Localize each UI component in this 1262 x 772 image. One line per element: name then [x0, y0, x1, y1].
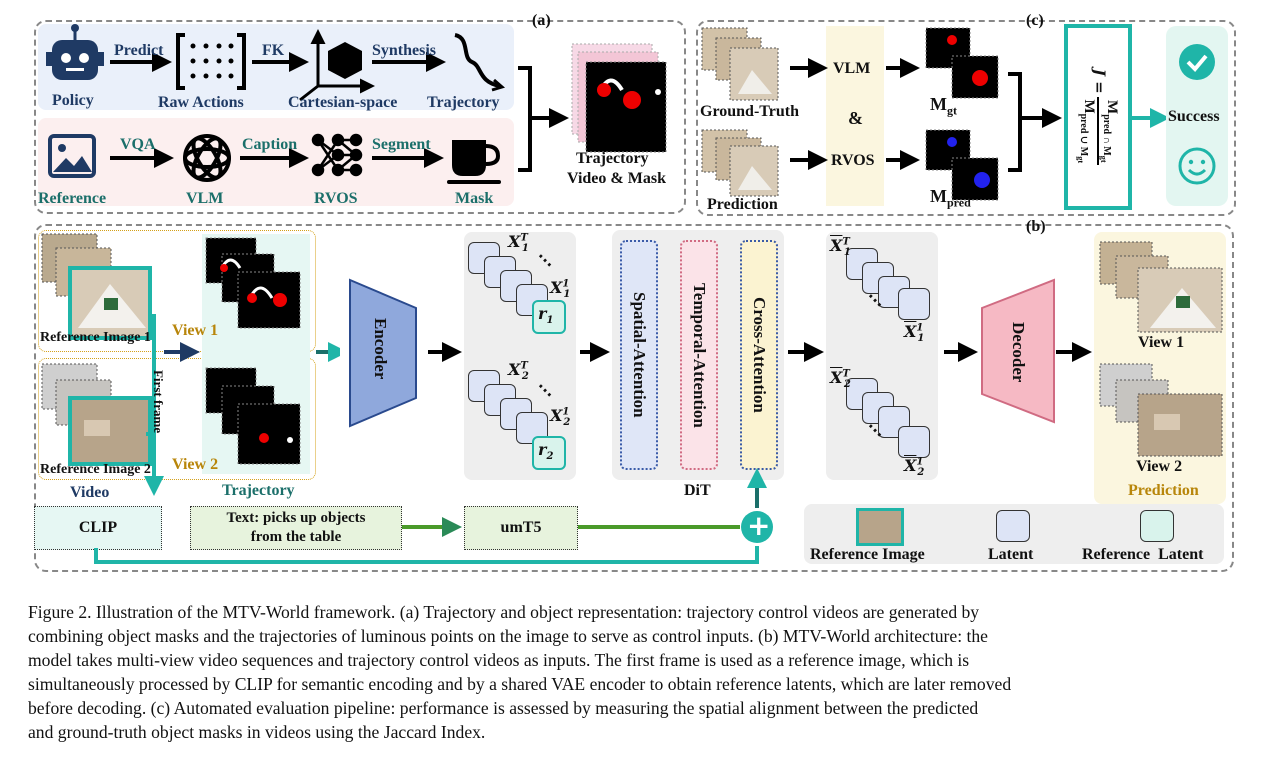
node-policy: Policy — [52, 92, 94, 109]
vlm-label: VLM — [833, 60, 871, 77]
latent-1-T: XT1 — [508, 232, 529, 255]
ref-image-1-label: Reference Image 1 — [40, 330, 151, 345]
m-pred-label: Mpred — [930, 186, 971, 210]
latent-2-T: XT2 — [508, 360, 529, 383]
ref-image-2-label: Reference Image 2 — [40, 462, 151, 477]
legend-ref-latent-swatch — [1140, 510, 1174, 542]
out-latent-2-T: XT2 — [830, 368, 851, 391]
temporal-attention-block: Temporal-Attention — [680, 240, 718, 470]
legend-ref-latent-label: Reference Latent — [1082, 546, 1204, 563]
ref-latent-2-label: r2 — [538, 440, 554, 463]
spatial-attention-block: Spatial-Attention — [620, 240, 658, 470]
view2-group — [38, 358, 316, 480]
view2-label: View 2 — [172, 456, 219, 473]
trajectory-icon — [454, 33, 501, 88]
latent-1-1: X11 — [550, 278, 571, 301]
panel-c — [696, 20, 1236, 216]
panel-b-left-graphics — [41, 233, 340, 496]
legend-latent-label: Latent — [988, 546, 1034, 563]
caption-line: combining object masks and the trajector… — [28, 626, 988, 646]
dit-label: DiT — [684, 482, 711, 499]
node-reference: Reference — [38, 190, 107, 207]
out-latent-1-1: X11 — [904, 322, 925, 345]
node-rvos: RVOS — [314, 190, 358, 207]
step-caption: Caption — [242, 136, 298, 153]
panel-b-tag: (b) — [1026, 218, 1046, 235]
raw-actions-icon — [176, 33, 246, 90]
panel-c-tag: (c) — [1026, 12, 1044, 29]
first-frame-label: First frame — [151, 370, 166, 434]
decoder-shape — [981, 278, 1055, 424]
node-trajectory: Trajectory — [427, 94, 500, 111]
umt5-box: umT5 — [464, 506, 578, 550]
latent-2-1: X12 — [550, 406, 571, 429]
prediction-label: Prediction — [1128, 482, 1199, 499]
latent-stack-graphics — [428, 342, 1092, 362]
node-cartesian: Cartesian-space — [288, 94, 398, 111]
gt-label: Ground-Truth — [700, 103, 799, 120]
m-gt-label: Mgt — [930, 94, 957, 118]
panel-c-graphics — [701, 27, 1170, 201]
jaccard-formula-box: J = Mpred ∩ Mgt Mpred ∪ Mgt — [1064, 24, 1132, 210]
step-fk: FK — [262, 42, 285, 59]
ref-latent-1 — [532, 300, 566, 334]
pred-view2-label: View 2 — [1136, 458, 1183, 475]
cross-attention-block: Cross-Attention — [740, 240, 778, 470]
output-label-1: Trajectory — [576, 150, 649, 167]
out-latent-2-d — [898, 426, 930, 458]
smiley-icon — [1178, 147, 1216, 185]
openai-icon — [183, 134, 231, 182]
ref-latent-2 — [532, 436, 566, 470]
legend-ref-image-swatch — [856, 508, 904, 546]
out-latent-1-d — [898, 288, 930, 320]
check-circle-icon — [1179, 44, 1215, 80]
panel-b — [34, 224, 1234, 572]
network-icon — [311, 133, 363, 177]
pred-label: Prediction — [707, 196, 778, 213]
step-segment: Segment — [372, 136, 431, 153]
robot-icon — [46, 24, 104, 80]
figure-caption: Figure 2. Illustration of the MTV-World … — [28, 600, 1238, 744]
panel-a-graphics — [46, 24, 667, 184]
encoder-label: Encoder — [371, 318, 390, 380]
decoder-label: Decoder — [1009, 322, 1028, 383]
caption-line: before decoding. (c) Automated evaluatio… — [28, 698, 979, 718]
encoder-shape — [349, 278, 417, 428]
view1-label: View 1 — [172, 322, 219, 339]
step-vqa: VQA — [120, 136, 156, 153]
node-mask: Mask — [455, 190, 494, 207]
rvos-label: RVOS — [831, 152, 875, 169]
output-label-2: Video & Mask — [567, 170, 666, 187]
out-latent-1-T: XT1 — [830, 236, 851, 259]
cup-icon — [447, 140, 501, 184]
cartesian-space-icon — [299, 29, 375, 102]
bottom-connections — [94, 468, 773, 564]
image-icon — [48, 134, 96, 178]
legend-ref-image-label: Reference Image — [810, 546, 925, 563]
node-raw-actions: Raw Actions — [158, 94, 244, 111]
figure: (a) — [34, 12, 1236, 572]
pred-view1-label: View 1 — [1138, 334, 1185, 351]
caption-line: and ground-truth object masks in videos … — [28, 722, 486, 742]
amp-label: & — [848, 108, 863, 128]
panel-a-tag: (a) — [532, 12, 551, 29]
plus-icon: + — [747, 509, 771, 542]
trajectory-label: Trajectory — [222, 482, 295, 499]
clip-box: CLIP — [34, 506, 162, 550]
out-latent-2-1: X12 — [904, 456, 925, 479]
ref-latent-1-label: r1 — [538, 304, 554, 327]
caption-line: Figure 2. Illustration of the MTV-World … — [28, 602, 980, 622]
prediction-thumbs — [1099, 241, 1223, 457]
vlm-rvos-band — [826, 26, 884, 206]
video-label: Video — [70, 484, 110, 501]
step-synthesis: Synthesis — [372, 42, 437, 59]
step-predict: Predict — [114, 42, 164, 59]
success-label: Success — [1168, 108, 1220, 125]
caption-line: simultaneously processed by CLIP for sem… — [28, 674, 1012, 694]
caption-line: model takes multi-view video sequences a… — [28, 650, 970, 670]
legend-latent-swatch — [996, 510, 1030, 542]
node-vlm: VLM — [186, 190, 224, 207]
panel-a — [34, 20, 686, 214]
